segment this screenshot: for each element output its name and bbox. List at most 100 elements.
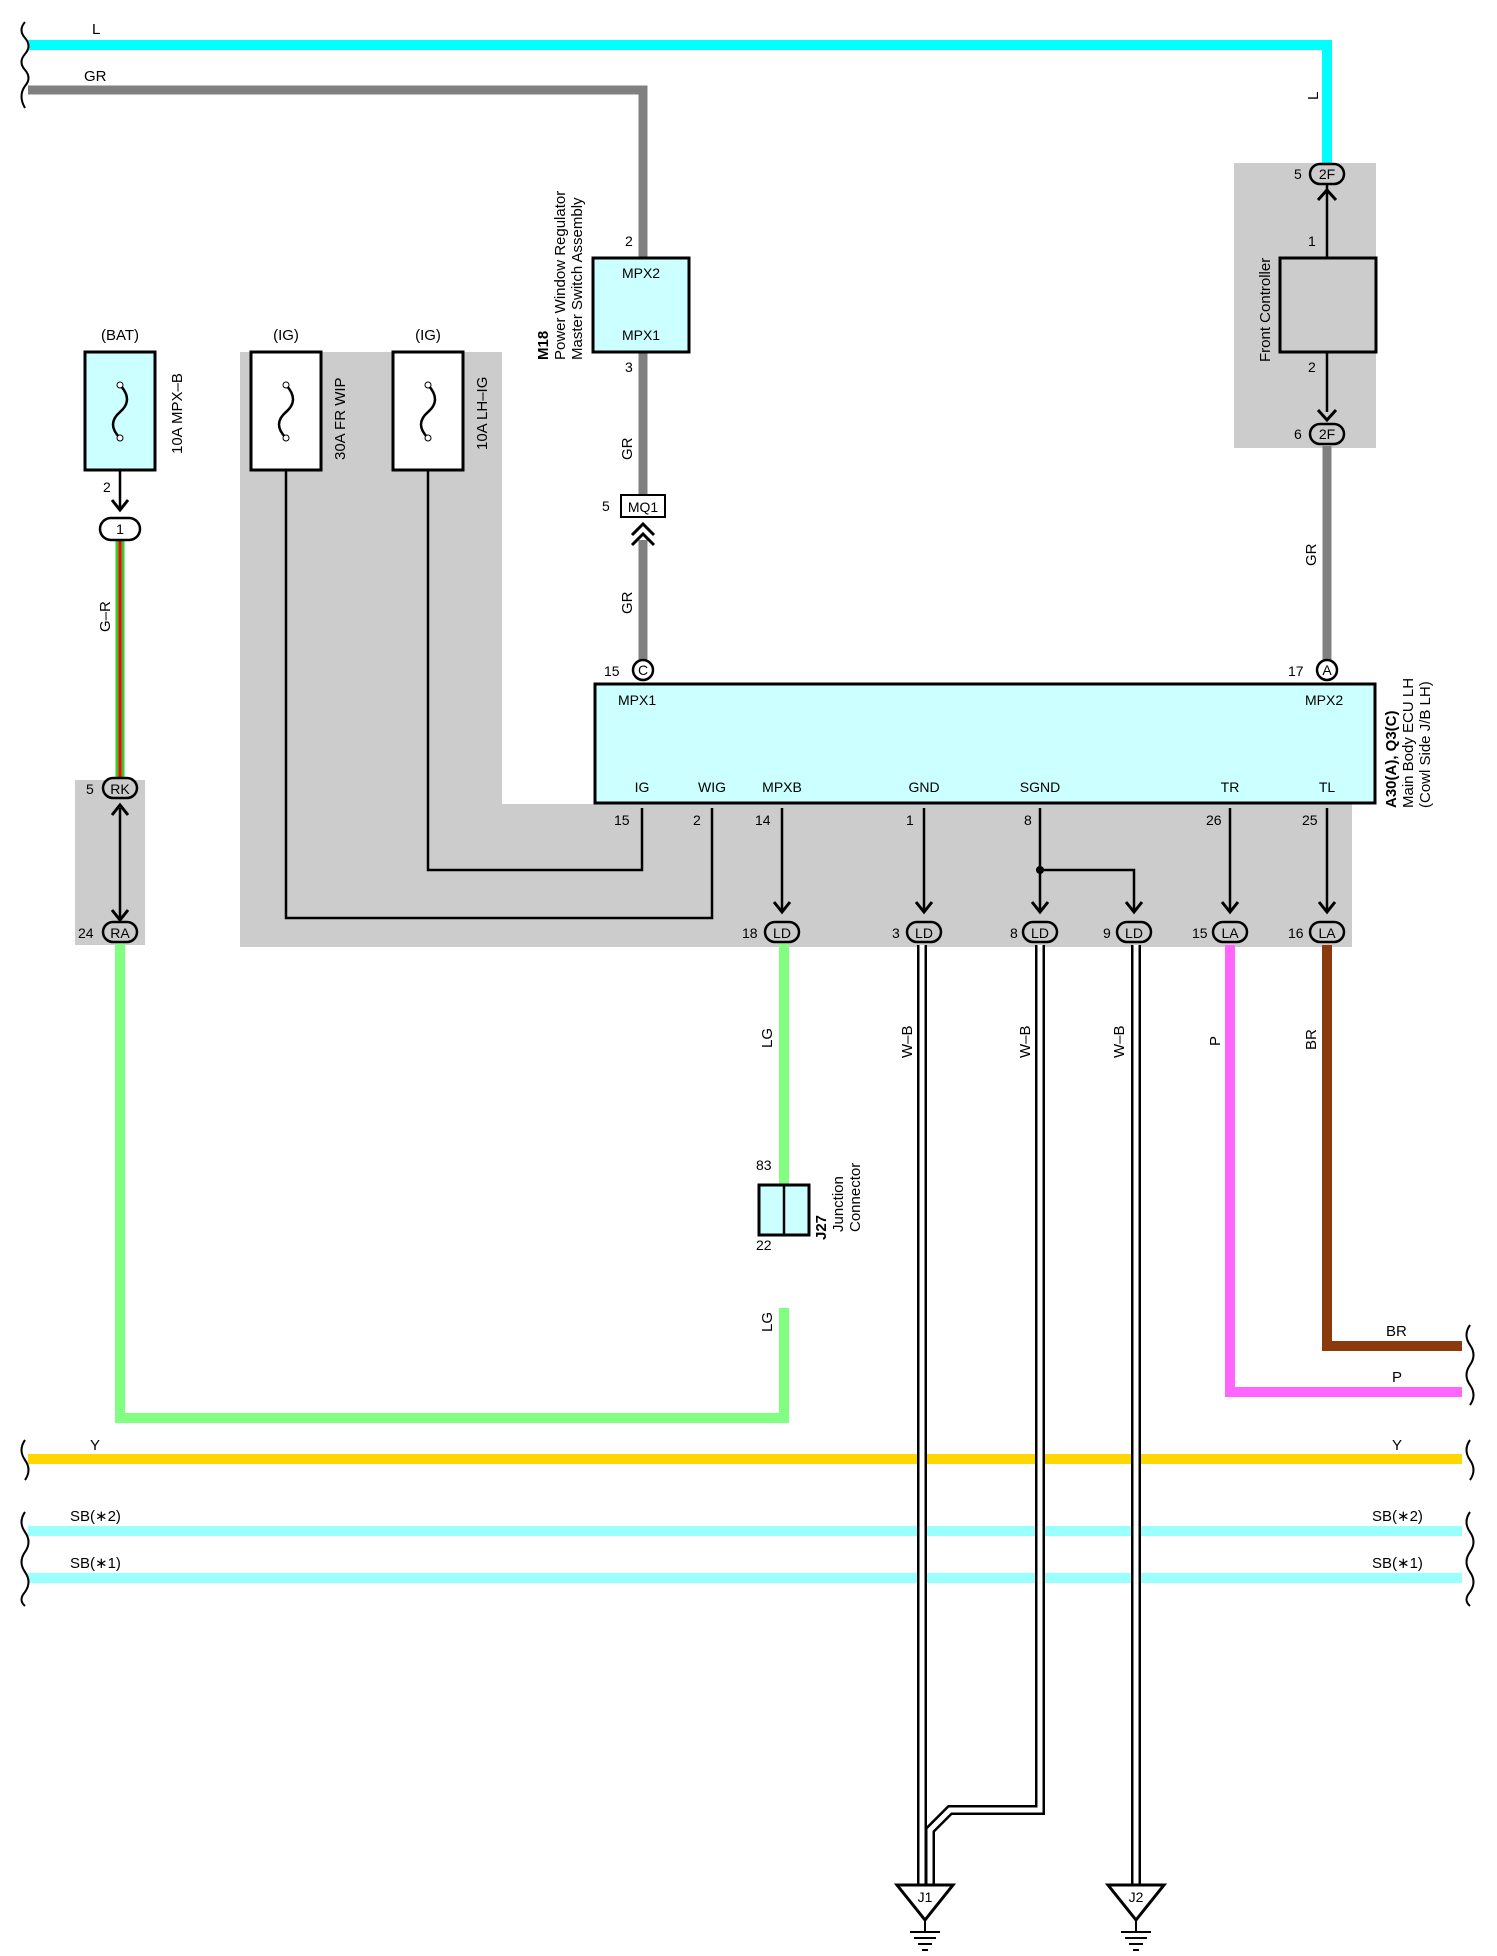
ecu-pin-a: 17: [1288, 663, 1304, 679]
out-pin-3: 8: [1010, 925, 1018, 941]
ecu-term-sgnd: SGND: [1020, 779, 1060, 795]
label-br-vert: BR: [1303, 1029, 1320, 1050]
ground-j2-label: J2: [1129, 1889, 1144, 1905]
ecu-term-tl: TL: [1319, 779, 1336, 795]
m18-name2: Master Switch Assembly: [569, 197, 586, 360]
wire-ig-lhig: [426, 440, 644, 872]
ecu-code: A30(A), Q3(C): [1383, 710, 1400, 808]
conn-rk[interactable]: [101, 776, 139, 816]
fuse-frwip[interactable]: [249, 350, 323, 472]
ecu-mpx1: MPX1: [618, 692, 656, 708]
conn-ld-8[interactable]: [1021, 901, 1059, 944]
ecu-conn-c[interactable]: [631, 658, 655, 682]
ecu-pin-gnd: 1: [906, 812, 914, 828]
m18-pin-bottom: 3: [625, 359, 633, 375]
wire-wb-2[interactable]: [925, 945, 1045, 1885]
fuse-mpxb-supply: (BAT): [101, 327, 139, 344]
label-top-gr: GR: [84, 68, 107, 85]
out-pin-4: 9: [1103, 925, 1111, 941]
ground-j1[interactable]: [893, 1883, 957, 1951]
wire-gr-top[interactable]: [28, 85, 648, 262]
ecu-box[interactable]: [593, 682, 1377, 805]
m18-box[interactable]: [591, 256, 691, 354]
m18-name1: Power Window Regulator: [552, 191, 569, 360]
ecu-pin-mpxb: 14: [755, 812, 771, 828]
ecu-term-gnd: GND: [908, 779, 939, 795]
ecu-conn-a[interactable]: [1315, 658, 1339, 682]
m18-pin-top: 2: [625, 233, 633, 249]
ecu-pin-sgnd: 8: [1024, 812, 1032, 828]
conn-ld-3[interactable]: [905, 901, 943, 944]
out-conn-labels: 18 LD 3 LD 8 LD 9 LD 15 LA 16 LA: [742, 925, 1336, 941]
conn-2f-top-pin: 5: [1294, 166, 1302, 182]
front-controller-pin2: 2: [1308, 359, 1316, 375]
out-connectors: [763, 901, 1346, 944]
label-wb-2: W–B: [1017, 1025, 1034, 1058]
conn-ld-18[interactable]: [763, 901, 801, 944]
wire-ig-frwip: [284, 440, 714, 920]
label-top-l: L: [92, 21, 100, 38]
label-lg-lower: LG: [759, 1312, 776, 1332]
ecu-pin-ig: 15: [614, 812, 630, 828]
conn-1[interactable]: [98, 499, 142, 542]
conn-2f-bottom[interactable]: [1308, 408, 1346, 446]
ecu-mpx2: MPX2: [1305, 692, 1343, 708]
out-code-5: LA: [1221, 925, 1239, 941]
label-p-vert: P: [1207, 1036, 1224, 1046]
label-wb-3: W–B: [1111, 1025, 1128, 1058]
shade-ig-fuses: [240, 352, 1352, 947]
out-pin-6: 16: [1288, 925, 1304, 941]
fuse-lhig[interactable]: [391, 350, 465, 472]
fuse-lhig-supply: (IG): [415, 327, 441, 344]
conn-2f-bottom-code: 2F: [1319, 426, 1335, 442]
j27-connector[interactable]: [757, 1183, 811, 1237]
mq1-code: MQ1: [628, 499, 659, 515]
front-controller-box[interactable]: [1278, 256, 1378, 354]
label-lg-upper: LG: [759, 1028, 776, 1048]
ecu-conn-a-code: A: [1322, 662, 1332, 678]
break-marks: [20, 21, 1475, 1607]
label-y-right: Y: [1392, 1437, 1402, 1454]
ecu-term-tr: TR: [1221, 779, 1240, 795]
label-sb1-left: SB(∗1): [70, 1555, 121, 1572]
shaded-regions: [75, 163, 1376, 947]
conn-ra-code: RA: [110, 925, 130, 941]
ground-j2[interactable]: [1104, 1883, 1168, 1951]
mq1-connector[interactable]: [620, 494, 666, 547]
conn-2f-top-code: 2F: [1319, 166, 1335, 182]
label-gr-m18-upper: GR: [619, 437, 636, 460]
conn-rk-pin: 5: [86, 781, 94, 797]
ecu-term-wig: WIG: [698, 779, 726, 795]
ecu-conn-c-code: C: [638, 662, 648, 678]
fuse-frwip-name: 30A FR WIP: [332, 377, 349, 460]
wire-p[interactable]: [1225, 945, 1462, 1397]
conn-ra-pin: 24: [78, 925, 94, 941]
out-pin-5: 15: [1192, 925, 1208, 941]
wire-lg[interactable]: [115, 944, 789, 1423]
j27-pin-bottom: 22: [756, 1237, 772, 1253]
fuse-mpxb[interactable]: [83, 350, 157, 472]
fuse-mpxb-name: 10A MPX–B: [169, 373, 186, 454]
splice-sgnd: [1036, 866, 1044, 874]
conn-2f-bottom-pin: 6: [1294, 426, 1302, 442]
label-p-right: P: [1392, 1369, 1402, 1386]
wire-br[interactable]: [1322, 945, 1462, 1351]
ecu-pin-wig: 2: [693, 812, 701, 828]
front-controller-name: Front Controller: [1257, 258, 1274, 362]
conn-ra[interactable]: [101, 909, 139, 944]
label-wb-1: W–B: [899, 1025, 916, 1058]
conn-2f-top[interactable]: [1308, 162, 1346, 202]
label-gr-m18-lower: GR: [619, 591, 636, 614]
wire-l-top[interactable]: [28, 40, 1332, 172]
conn-la-15[interactable]: [1211, 901, 1249, 944]
ground-j1-label: J1: [918, 1889, 933, 1905]
conn-ld-9[interactable]: [1115, 901, 1153, 944]
j27-pin-top: 83: [756, 1157, 772, 1173]
out-code-1: LD: [773, 925, 791, 941]
ecu-pin-tl: 25: [1302, 812, 1318, 828]
conn-la-16[interactable]: [1308, 901, 1346, 944]
label-sb2-right: SB(∗2): [1372, 1508, 1423, 1525]
label-sb1-right: SB(∗1): [1372, 1555, 1423, 1572]
fuse-frwip-supply: (IG): [273, 327, 299, 344]
